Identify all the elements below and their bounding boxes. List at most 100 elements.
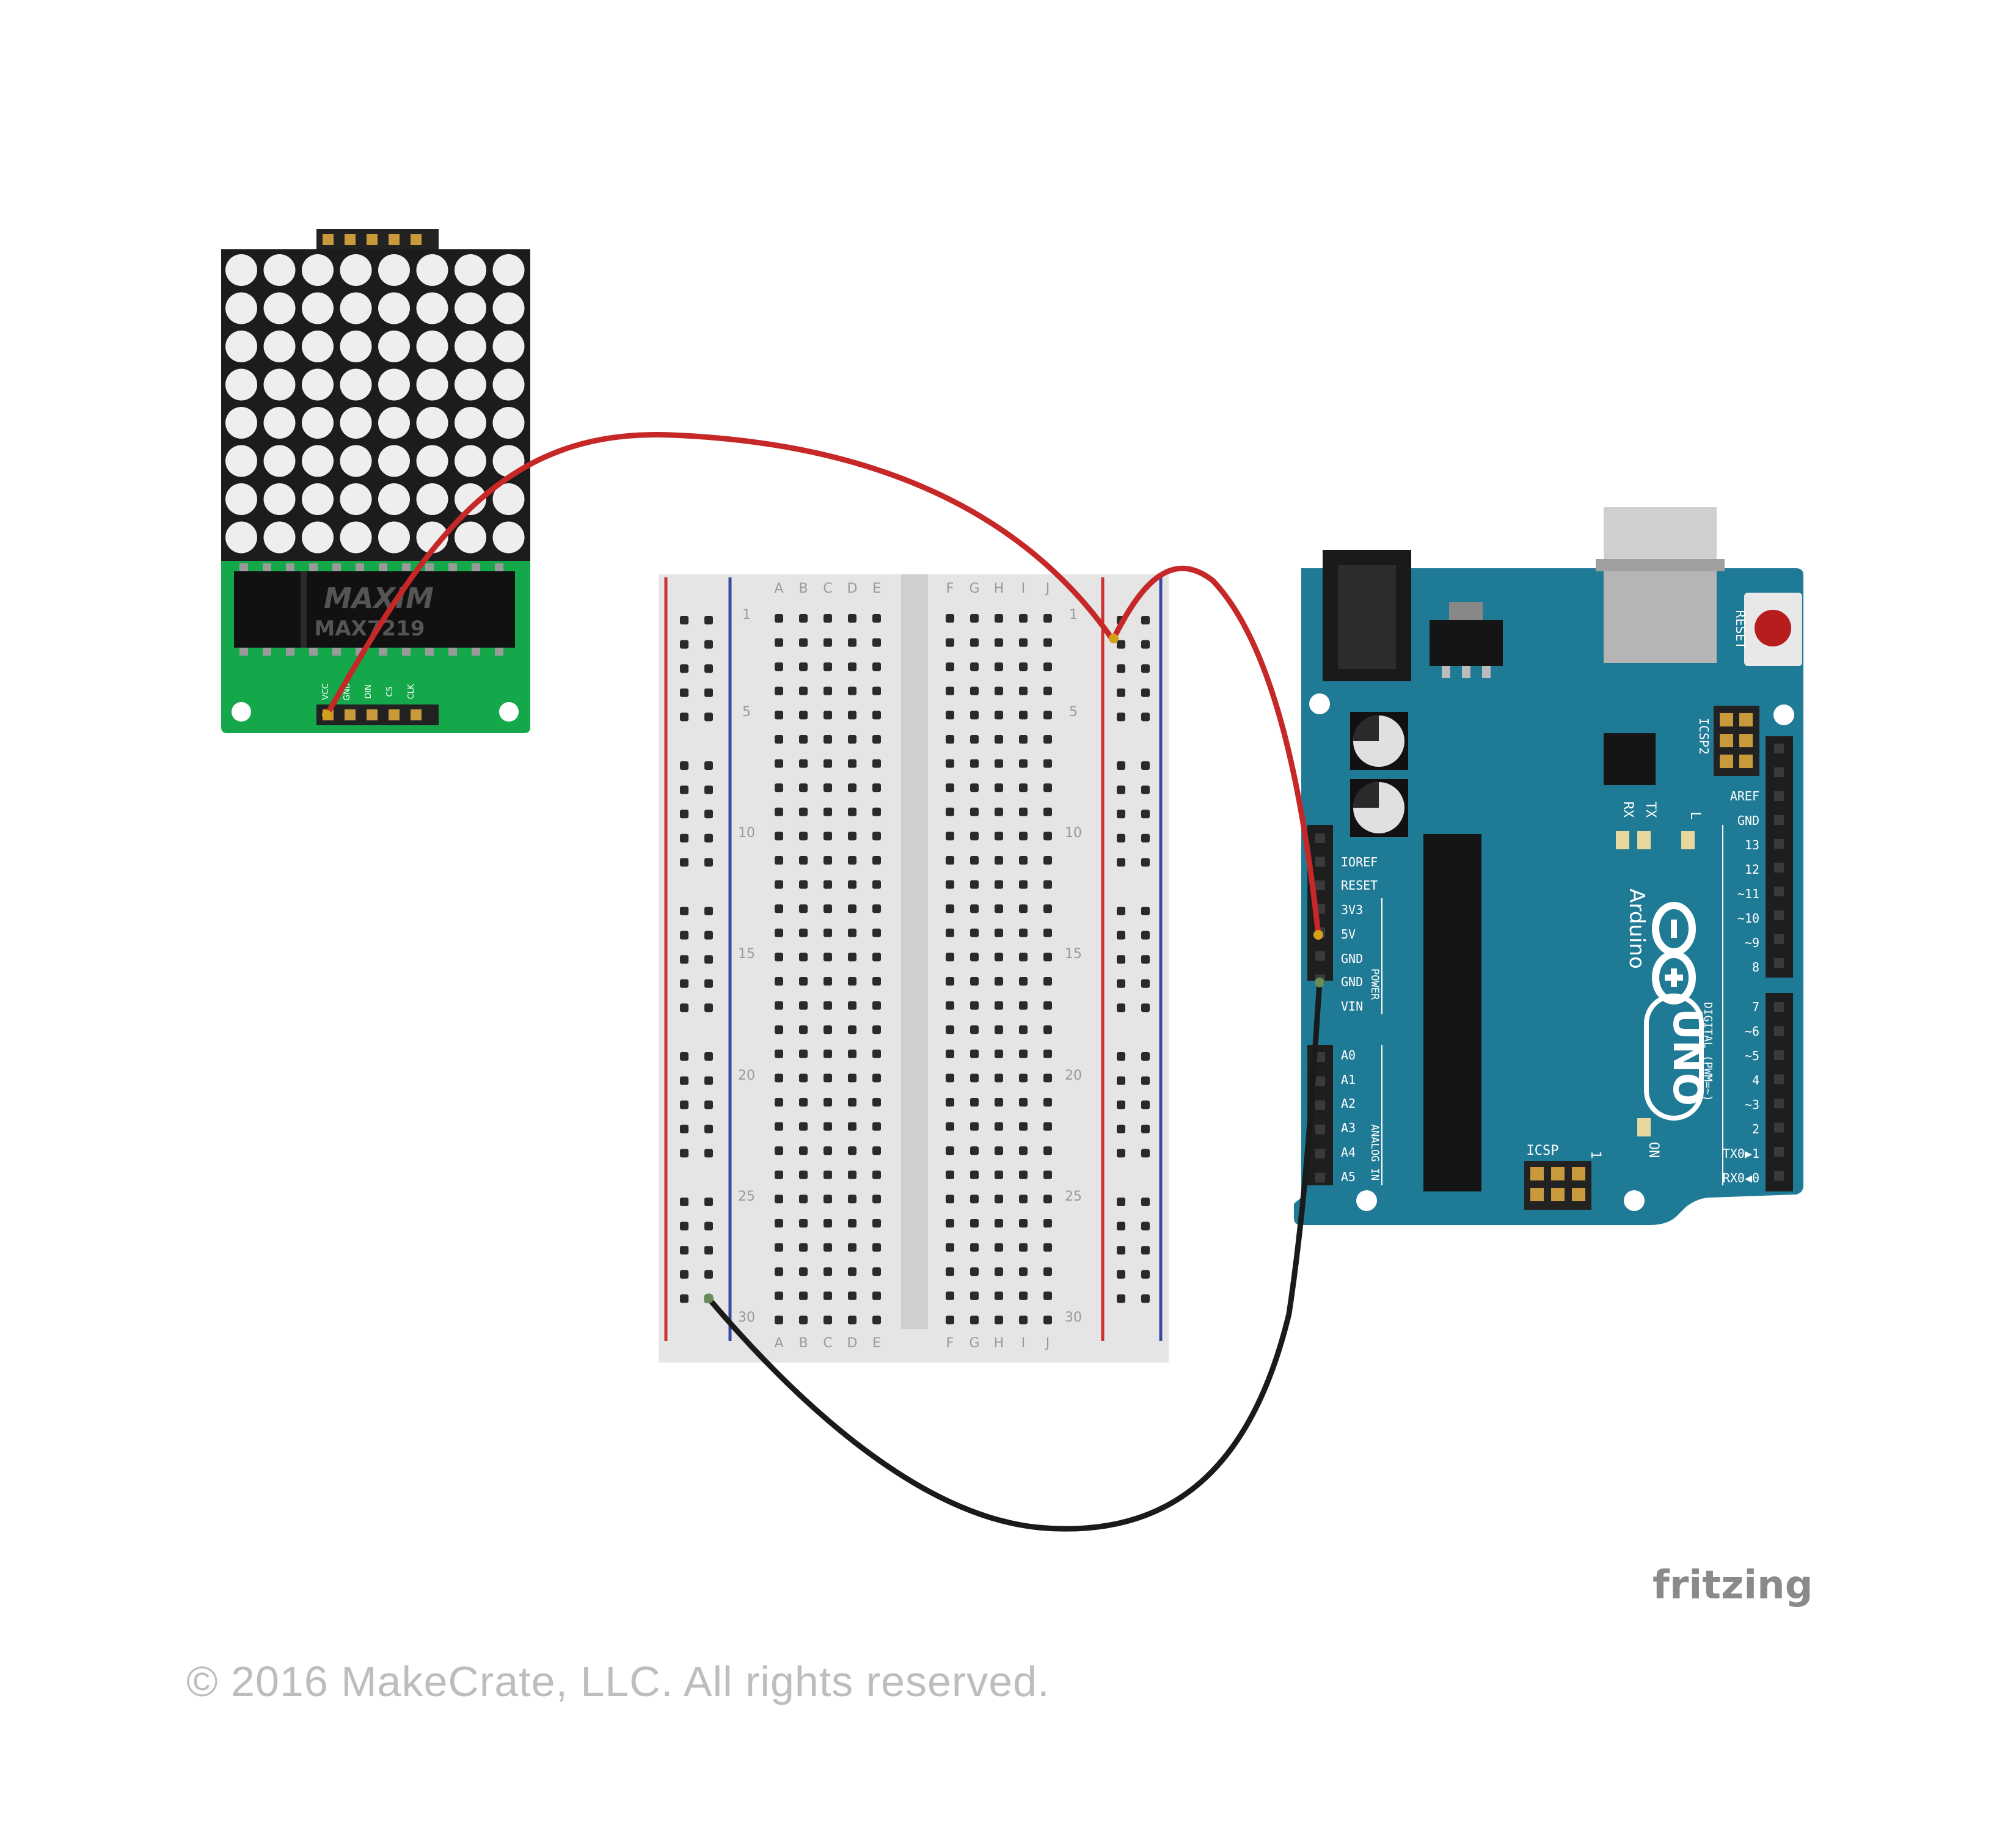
breadboard-hole[interactable] — [799, 1098, 808, 1107]
breadboard-hole[interactable] — [704, 955, 713, 964]
breadboard-hole[interactable] — [1117, 688, 1125, 697]
breadboard-hole[interactable] — [872, 1315, 881, 1325]
breadboard-hole[interactable] — [848, 783, 856, 792]
breadboard-hole[interactable] — [775, 1001, 783, 1010]
breadboard-hole[interactable] — [1019, 1315, 1028, 1325]
breadboard-hole[interactable] — [872, 614, 881, 623]
breadboard-hole[interactable] — [995, 1001, 1003, 1010]
breadboard-hole[interactable] — [1043, 1219, 1052, 1227]
breadboard-hole[interactable] — [970, 1315, 979, 1325]
breadboard-hole[interactable] — [946, 759, 954, 768]
breadboard-hole[interactable] — [1117, 1076, 1125, 1085]
breadboard-hole[interactable] — [824, 662, 832, 671]
breadboard-hole[interactable] — [824, 856, 832, 865]
breadboard-hole[interactable] — [1141, 1221, 1150, 1231]
breadboard-hole[interactable] — [1019, 638, 1028, 647]
header-socket[interactable] — [1774, 887, 1784, 896]
breadboard-hole[interactable] — [1117, 712, 1125, 722]
breadboard-hole[interactable] — [848, 1074, 856, 1083]
breadboard-hole[interactable] — [799, 1146, 808, 1155]
breadboard-hole[interactable] — [946, 832, 954, 841]
breadboard-hole[interactable] — [775, 1195, 783, 1204]
breadboard-hole[interactable] — [848, 662, 856, 671]
header-socket[interactable] — [1774, 863, 1784, 873]
breadboard-hole[interactable] — [680, 1149, 688, 1158]
breadboard-hole[interactable] — [1043, 1315, 1052, 1325]
breadboard-hole[interactable] — [775, 711, 783, 720]
breadboard-hole[interactable] — [824, 904, 832, 913]
breadboard-hole[interactable] — [872, 807, 881, 816]
breadboard-hole[interactable] — [872, 1049, 881, 1058]
breadboard-hole[interactable] — [995, 1146, 1003, 1155]
breadboard-hole[interactable] — [1019, 711, 1028, 720]
breadboard-hole[interactable] — [872, 686, 881, 695]
breadboard-hole[interactable] — [775, 977, 783, 986]
breadboard-hole[interactable] — [848, 1315, 856, 1325]
breadboard-hole[interactable] — [1043, 638, 1052, 647]
breadboard-hole[interactable] — [995, 783, 1003, 792]
breadboard-hole[interactable] — [824, 1049, 832, 1058]
breadboard-hole[interactable] — [775, 904, 783, 913]
breadboard-hole[interactable] — [1043, 904, 1052, 913]
breadboard-hole[interactable] — [1141, 1294, 1150, 1303]
breadboard-hole[interactable] — [872, 832, 881, 841]
breadboard-hole[interactable] — [970, 807, 979, 816]
breadboard-hole[interactable] — [680, 1100, 688, 1110]
breadboard-hole[interactable] — [1043, 614, 1052, 623]
breadboard-hole[interactable] — [995, 759, 1003, 768]
breadboard-hole[interactable] — [970, 856, 979, 865]
breadboard-hole[interactable] — [1019, 1243, 1028, 1252]
black-wire-breadboard-to-gnd[interactable] — [706, 979, 1323, 1532]
breadboard-hole[interactable] — [824, 638, 832, 647]
breadboard-hole[interactable] — [799, 686, 808, 695]
breadboard-hole[interactable] — [970, 832, 979, 841]
breadboard-hole[interactable] — [1043, 1267, 1052, 1276]
breadboard-hole[interactable] — [799, 977, 808, 986]
breadboard-hole[interactable] — [1117, 931, 1125, 940]
breadboard-hole[interactable] — [799, 832, 808, 841]
breadboard-hole[interactable] — [946, 880, 954, 889]
breadboard-hole[interactable] — [799, 735, 808, 744]
breadboard-hole[interactable] — [970, 711, 979, 720]
breadboard-hole[interactable] — [775, 1146, 783, 1155]
breadboard-hole[interactable] — [704, 712, 713, 722]
breadboard-hole[interactable] — [1117, 1294, 1125, 1303]
breadboard-hole[interactable] — [704, 810, 713, 819]
breadboard-hole[interactable] — [995, 638, 1003, 647]
breadboard-hole[interactable] — [946, 856, 954, 865]
breadboard-hole[interactable] — [872, 638, 881, 647]
breadboard-hole[interactable] — [824, 1074, 832, 1083]
breadboard-hole[interactable] — [872, 735, 881, 744]
breadboard-hole[interactable] — [704, 931, 713, 940]
breadboard-hole[interactable] — [799, 904, 808, 913]
breadboard-hole[interactable] — [824, 1122, 832, 1131]
breadboard-hole[interactable] — [970, 1243, 979, 1252]
breadboard-hole[interactable] — [1141, 640, 1150, 649]
breadboard-hole[interactable] — [1117, 833, 1125, 843]
breadboard-hole[interactable] — [1043, 1243, 1052, 1252]
breadboard-hole[interactable] — [799, 638, 808, 647]
breadboard-hole[interactable] — [775, 1074, 783, 1083]
breadboard-hole[interactable] — [995, 1170, 1003, 1179]
breadboard-hole[interactable] — [1141, 1149, 1150, 1158]
breadboard-hole[interactable] — [848, 807, 856, 816]
breadboard-hole[interactable] — [704, 1198, 713, 1206]
breadboard-hole[interactable] — [1019, 1146, 1028, 1155]
breadboard-hole[interactable] — [946, 1146, 954, 1155]
breadboard-hole[interactable] — [680, 688, 688, 697]
breadboard-hole[interactable] — [1043, 1074, 1052, 1083]
breadboard-hole[interactable] — [970, 1098, 979, 1107]
breadboard-hole[interactable] — [848, 832, 856, 841]
breadboard-hole[interactable] — [848, 977, 856, 986]
breadboard-hole[interactable] — [1019, 614, 1028, 623]
breadboard-hole[interactable] — [680, 810, 688, 819]
breadboard-hole[interactable] — [1019, 1122, 1028, 1131]
breadboard-hole[interactable] — [872, 880, 881, 889]
breadboard-hole[interactable] — [1141, 1124, 1150, 1133]
breadboard-hole[interactable] — [799, 1267, 808, 1276]
breadboard-hole[interactable] — [1043, 759, 1052, 768]
breadboard-hole[interactable] — [1141, 833, 1150, 843]
header-socket[interactable] — [1774, 815, 1784, 825]
breadboard-hole[interactable] — [704, 1003, 713, 1012]
breadboard-hole[interactable] — [995, 880, 1003, 889]
